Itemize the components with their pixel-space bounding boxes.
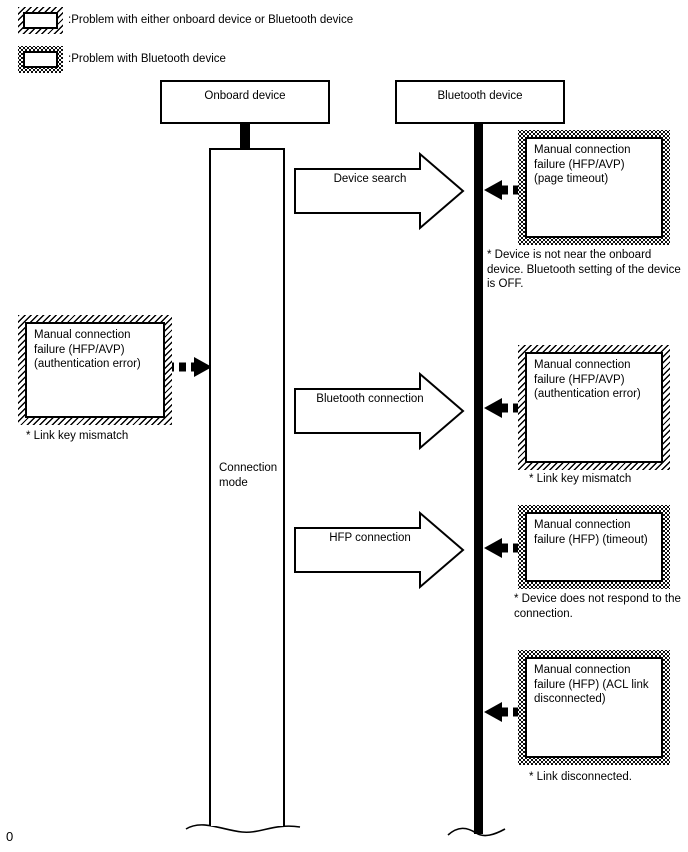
failure-box-right-auth: Manual connection failure (HFP/AVP) (aut… [518, 345, 670, 470]
bluetooth-device-title: Bluetooth device [437, 90, 523, 102]
connection-mode-rect: Connection mode [209, 148, 285, 826]
bluetooth-device-header: Bluetooth device [395, 80, 565, 124]
acl-dashed-arrow [484, 702, 520, 722]
hfp-connection-label: HFP connection [329, 532, 411, 544]
failure-note-page-timeout: * Device is not near the onboard device.… [487, 249, 681, 290]
failure-note-right-auth: * Link key mismatch [529, 473, 632, 485]
connection-mode-label: Connection mode [219, 462, 278, 489]
legend-swatch-inner [23, 51, 58, 68]
onboard-device-header: Onboard device [160, 80, 330, 124]
legend-swatch-bluetooth-device [18, 46, 63, 73]
device-search-arrow [294, 151, 465, 231]
failure-box-left-auth: Manual connection failure (HFP/AVP) (aut… [18, 315, 172, 425]
failure-box-acl-disconnected: Manual connection failure (HFP) (ACL lin… [518, 650, 670, 765]
failure-box-page-timeout: Manual connection failure (HFP/AVP) (pag… [518, 130, 670, 245]
legend-label-bluetooth-device: :Problem with Bluetooth device [68, 53, 226, 65]
device-search-label: Device search [333, 173, 407, 185]
onboard-device-title: Onboard device [204, 90, 286, 102]
onboard-connector-line [240, 123, 250, 150]
failure-note-acl-disconnected: * Link disconnected. [529, 771, 632, 783]
failure-note-hfp-timeout: * Device does not respond to the connect… [514, 593, 681, 620]
hfp-timeout-dashed-arrow [484, 538, 520, 558]
legend-label-either-device: :Problem with either onboard device or B… [68, 14, 354, 26]
legend-swatch-inner [23, 12, 58, 29]
right-auth-dashed-arrow [484, 398, 520, 418]
bluetooth-lifeline [474, 123, 483, 834]
hfp-connection-arrow [294, 510, 465, 590]
left-auth-dashed-arrow [167, 357, 212, 377]
bluetooth-lifeline-break-wave [447, 827, 506, 837]
failure-box-page-timeout-text: Manual connection failure (HFP/AVP) (pag… [534, 144, 631, 185]
connection-mode-break-wave [185, 824, 301, 833]
failure-box-hfp-timeout-text: Manual connection failure (HFP) (timeout… [534, 519, 648, 546]
failure-box-right-auth-text: Manual connection failure (HFP/AVP) (aut… [534, 359, 641, 400]
page-timeout-dashed-arrow [484, 180, 520, 200]
legend-swatch-either-device [18, 7, 63, 34]
page-number: 0 [6, 829, 14, 844]
bluetooth-connection-label: Bluetooth connection [316, 393, 424, 405]
failure-box-acl-disconnected-text: Manual connection failure (HFP) (ACL lin… [534, 664, 649, 705]
failure-note-left-auth: * Link key mismatch [26, 430, 129, 442]
failure-box-left-auth-text: Manual connection failure (HFP/AVP) (aut… [34, 329, 141, 370]
failure-box-hfp-timeout: Manual connection failure (HFP) (timeout… [518, 505, 670, 589]
bluetooth-connection-arrow [294, 371, 465, 451]
